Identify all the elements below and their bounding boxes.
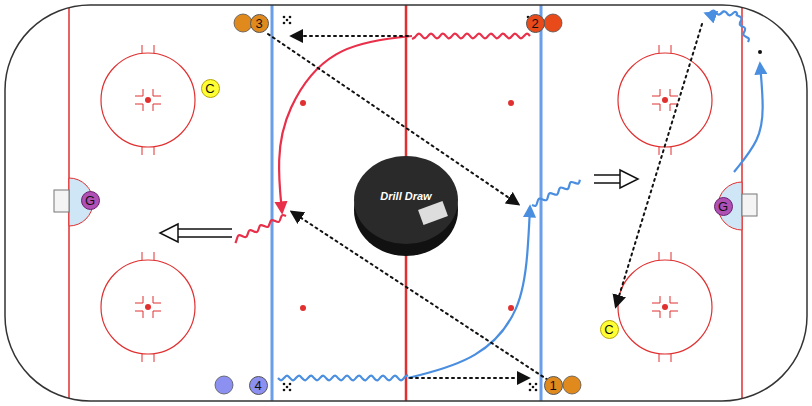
hash-marks [652,45,678,155]
puck [535,389,538,392]
boards [5,5,807,401]
marker-letter: 2 [531,17,538,30]
puck-piles [283,16,538,392]
puck [529,389,532,392]
skate-with-puck [278,375,408,380]
pass-line [268,34,518,204]
puck [286,19,289,22]
marker-letter: C [205,82,214,95]
faceoff-circle [101,260,195,354]
faceoff-spot [145,97,151,103]
skate-with-puck [532,180,580,206]
puck [283,16,286,19]
player-marker: 4 [249,376,268,395]
pass-line [410,377,528,379]
marker-letter: 4 [254,379,261,392]
player-marker: 2 [526,14,545,33]
puck [283,389,286,392]
puck [289,22,292,25]
neutral-spot [300,100,306,106]
puck [283,22,286,25]
marker-letter: 1 [549,379,556,392]
pass-line [292,212,548,380]
puck [532,386,535,389]
puck [286,386,289,389]
puck [289,16,292,19]
hash-marks [652,252,678,362]
logo-text: Drill Draw [374,190,438,202]
hollow-arrows [160,170,638,242]
player-discs [215,14,581,394]
puck [758,50,762,54]
hash-marks [135,252,161,362]
puck [283,383,286,386]
pass-line [616,24,702,306]
skate-path [408,207,530,378]
faceoff-circles [101,45,712,362]
skate-path [279,36,412,212]
pass-line [292,35,408,37]
skate-with-puck [412,34,530,39]
player-marker: 1 [544,376,563,395]
skate-with-puck [706,11,749,42]
drill-paths [235,11,762,381]
puck [289,383,292,386]
faceoff-spot [662,304,668,310]
marker-letter: 3 [255,17,262,30]
goalie-marker: G [714,197,733,216]
marker-letter: G [85,194,95,207]
goalie-marker: G [81,191,100,210]
skate-path [734,64,763,172]
rink-markings [5,5,807,401]
marker-letter: G [718,200,728,213]
faceoff-spot [662,97,668,103]
skate-with-puck [235,215,286,243]
faceoff-circle [618,260,712,354]
neutral-spot [508,100,514,106]
puck [289,389,292,392]
coach-marker: C [201,79,220,98]
faceoff-circle [101,53,195,147]
faceoff-circle [618,53,712,147]
player-marker: 3 [250,14,269,33]
neutral-spot [508,305,514,311]
puck-logo [354,156,458,256]
puck [529,383,532,386]
puck [535,383,538,386]
neutral-spot [300,305,306,311]
coach-marker: C [600,320,619,339]
hash-marks [135,45,161,155]
marker-letter: C [604,323,613,336]
faceoff-spot [145,304,151,310]
